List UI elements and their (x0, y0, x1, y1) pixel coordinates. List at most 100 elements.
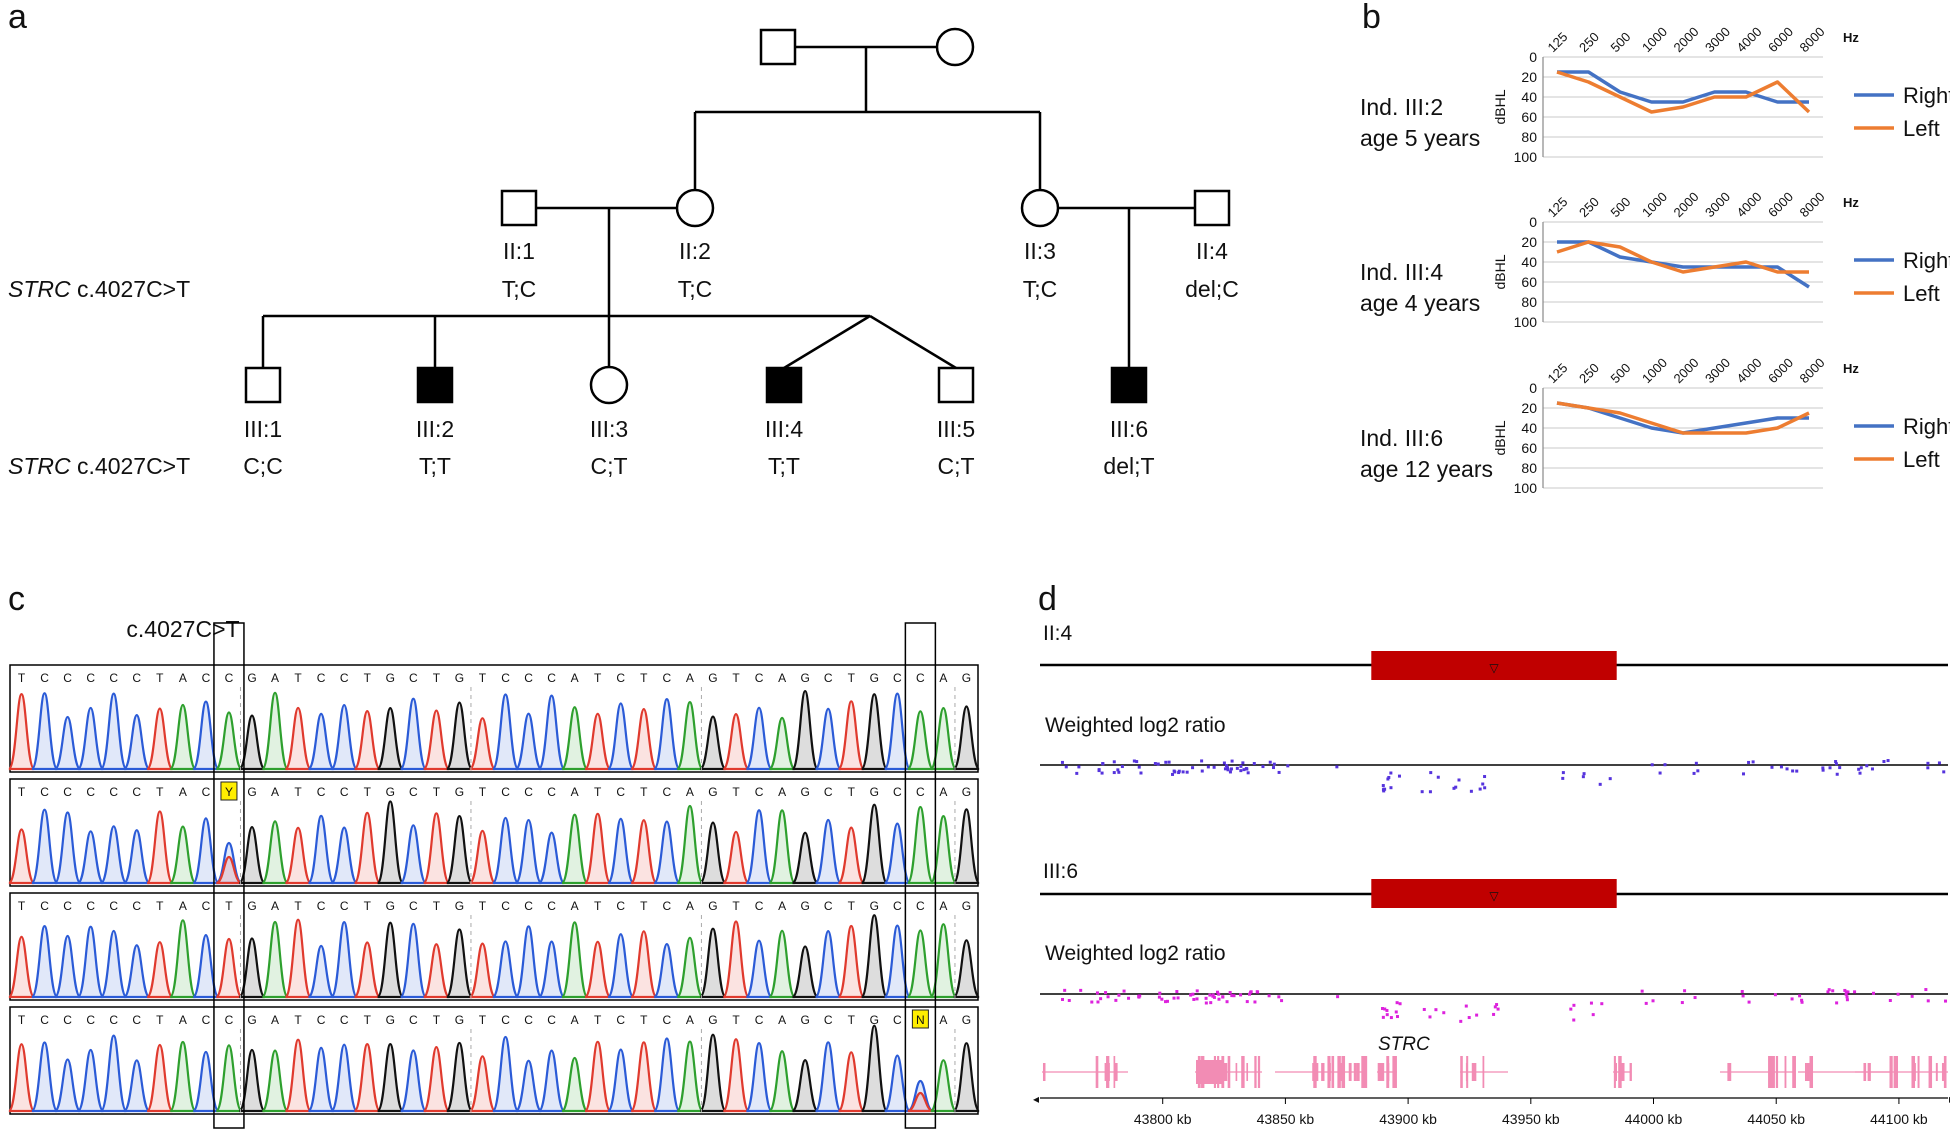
base-call: C (340, 1013, 349, 1027)
base-call: Y (225, 785, 233, 799)
trace-peak (215, 1044, 243, 1113)
x-tick-label: 6000 (1765, 24, 1796, 55)
trace-peak (791, 945, 819, 999)
base-call: A (571, 785, 579, 799)
log2-ratio-dot (1389, 786, 1393, 790)
log2-ratio-dot (1790, 997, 1794, 1001)
base-call: C (340, 671, 349, 685)
base-call: T (156, 899, 164, 913)
base-call: A (939, 785, 947, 799)
gene-exon (1809, 1056, 1814, 1088)
y-tick-label: 60 (1521, 440, 1537, 456)
log2-ratio-dot (1200, 769, 1204, 773)
trace-peak (907, 1091, 934, 1113)
log2-ratio-dot (1226, 768, 1230, 772)
log2-ratio-dot (1481, 782, 1485, 786)
log2-ratio-dot (1747, 1000, 1751, 1004)
base-call: T (294, 899, 302, 913)
trace-peak (399, 1049, 428, 1113)
base-call: C (547, 1013, 556, 1027)
log2-ratio-dot (1209, 1001, 1213, 1005)
log2-ratio-dot (1228, 770, 1232, 774)
trace-peak (307, 814, 335, 885)
log2-ratio-dot (1640, 989, 1644, 993)
gene-exon (1342, 1056, 1346, 1088)
log2-ratio-dot (1090, 1000, 1094, 1004)
trace-peak (146, 1043, 174, 1113)
x-tick-label: 8000 (1797, 355, 1828, 386)
base-call: T (640, 899, 648, 913)
trace-peak (307, 944, 335, 999)
gene-exon (1386, 1056, 1390, 1088)
log2-ratio-dot (1172, 769, 1176, 773)
log2-ratio-dot (1167, 760, 1171, 764)
log2-ratio-dot (1478, 787, 1482, 791)
base-call: C (547, 899, 556, 913)
base-call: G (800, 1013, 809, 1027)
trace-peak (952, 705, 981, 771)
log2-ratio-dot (1242, 768, 1246, 772)
trace-peak (560, 921, 589, 999)
log2-ratio-dot (1117, 770, 1121, 774)
log2-ratio-dot (1600, 1002, 1604, 1006)
y-axis-label: dBHL (1492, 254, 1508, 289)
base-call: A (571, 671, 579, 685)
base-call: C (893, 899, 902, 913)
trace-peak (699, 927, 727, 999)
x-tick-label: 3000 (1702, 355, 1733, 386)
log2-ratio-dot (1249, 990, 1253, 994)
base-call: T (18, 671, 26, 685)
pedigree-symbol-III-5 (937, 366, 975, 404)
log2-ratio-dot (1224, 764, 1228, 768)
y-tick-label: 40 (1521, 254, 1537, 270)
y-axis-label: dBHL (1492, 89, 1508, 124)
gene-exon (1482, 1056, 1485, 1088)
log2-ratio-dots (1060, 759, 1946, 794)
trace-peak (261, 1049, 289, 1113)
panel-letter-c: c (8, 580, 25, 618)
base-call: A (939, 899, 947, 913)
log2-ratio-dot (1835, 772, 1839, 776)
log2-ratio-dot (1569, 1007, 1573, 1011)
trace-peak (906, 805, 935, 885)
base-call: N (916, 1013, 925, 1027)
log2-ratio-dot (1079, 988, 1083, 992)
log2-ratio-dot (1191, 766, 1195, 770)
log2-ratio-dot (1386, 777, 1390, 781)
trace-peak (192, 700, 220, 771)
deletion-marker-icon: ▽ (1489, 889, 1499, 903)
log2-ratio-dot (1189, 993, 1193, 997)
log2-ratio-dot (1692, 771, 1696, 775)
base-call: C (317, 671, 326, 685)
gene-exon (1460, 1056, 1463, 1088)
log2-ratio-dot (1483, 786, 1487, 790)
log2-ratio-dot (1798, 994, 1802, 998)
cnv-track-label: Weighted log2 ratio (1045, 714, 1226, 737)
cnv-track-label: Weighted log2 ratio (1045, 942, 1226, 965)
base-call: C (40, 785, 49, 799)
gene-exon (1804, 1063, 1807, 1081)
trace-frame (9, 892, 979, 1001)
audiogram-subject: Ind. III:2 (1360, 94, 1443, 120)
trace-peak (123, 714, 151, 771)
log2-ratio-dot (1246, 771, 1250, 775)
cnv-sample-II-4: II:4 ▽ Weighted log2 ratio (1040, 622, 1948, 794)
base-call: T (364, 899, 372, 913)
gene-exon (1775, 1056, 1779, 1088)
y-tick-label: 100 (1514, 149, 1538, 165)
log2-ratio-dot (1137, 765, 1141, 769)
trace-frame (9, 778, 979, 887)
log2-ratio-dot (1452, 786, 1456, 790)
trace-peak (284, 918, 312, 999)
gene-exon (1353, 1063, 1357, 1081)
trace-peak (30, 692, 59, 771)
log2-ratio-dot (1944, 999, 1948, 1003)
cnv-sample-III-6: III:6 ▽ Weighted log2 ratio (1040, 860, 1948, 1023)
base-call: C (755, 671, 764, 685)
trace-peak (676, 936, 704, 999)
trace-peak (745, 706, 773, 771)
